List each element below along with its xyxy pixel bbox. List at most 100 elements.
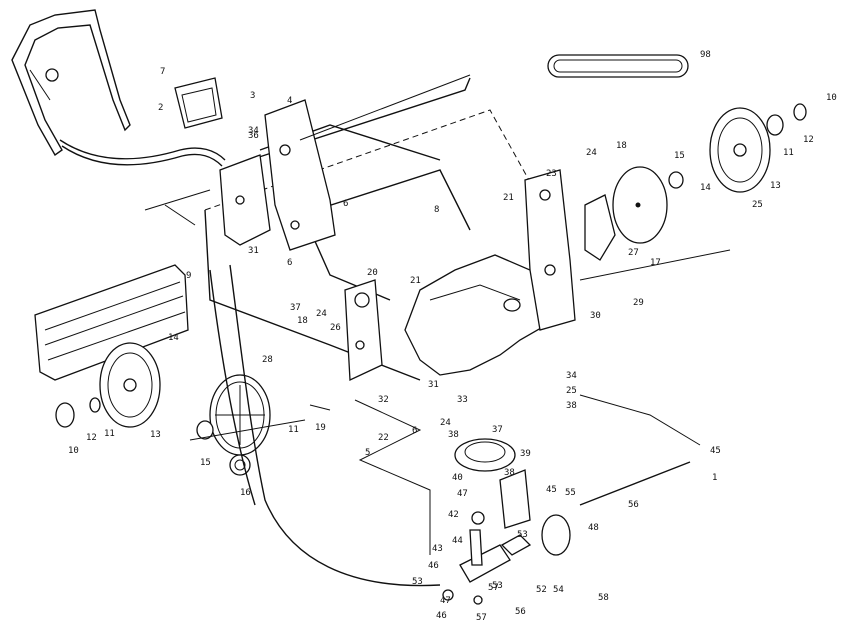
- callout-47: 47: [440, 596, 451, 606]
- callout-25: 25: [566, 386, 577, 396]
- axle-rods: [144, 74, 731, 506]
- callout-39: 39: [520, 449, 531, 459]
- transmission-housing: [499, 469, 531, 529]
- callout-34: 34: [566, 371, 577, 381]
- callout-45: 45: [546, 485, 557, 495]
- callout-9: 9: [186, 271, 191, 281]
- wheel-cover-plate: [612, 166, 668, 244]
- belt-guard: [541, 514, 571, 556]
- callout-3: 3: [250, 91, 255, 101]
- callout-15: 15: [674, 151, 685, 161]
- callout-57: 57: [476, 613, 487, 623]
- callout-31: 31: [248, 246, 259, 256]
- callout-13: 13: [770, 181, 781, 191]
- callout-5: 5: [365, 448, 370, 458]
- drive-pulley: [454, 438, 516, 472]
- callout-12: 12: [803, 135, 814, 145]
- callout-22: 22: [378, 433, 389, 443]
- right-side-plate: [524, 169, 576, 331]
- callout-53: 53: [412, 577, 423, 587]
- callout-2: 2: [158, 103, 163, 113]
- engine-housing: [404, 254, 561, 376]
- handle-assembly: [11, 9, 226, 167]
- rear-baffle: [34, 264, 189, 381]
- control-cable: [209, 264, 441, 587]
- callout-52: 52: [536, 585, 547, 595]
- callout-14: 14: [168, 333, 179, 343]
- handle-bracket: [264, 99, 336, 251]
- callout-43: 43: [432, 544, 443, 554]
- callout-36: 36: [248, 131, 259, 141]
- callout-26: 26: [330, 323, 341, 333]
- callout-38: 38: [566, 401, 577, 411]
- callout-46: 46: [436, 611, 447, 621]
- callout-18: 18: [297, 316, 308, 326]
- callout-4: 4: [287, 96, 292, 106]
- callout-98: 98: [700, 50, 711, 60]
- callout-17: 17: [650, 258, 661, 268]
- callout-10: 10: [826, 93, 837, 103]
- drive-wheel: [209, 374, 271, 456]
- callout-27: 27: [628, 248, 639, 258]
- callout-47: 47: [457, 489, 468, 499]
- callout-56: 56: [515, 607, 526, 617]
- callout-19: 19: [315, 423, 326, 433]
- callout-21: 21: [503, 193, 514, 203]
- callout-57: 57: [488, 583, 499, 593]
- callout-31: 31: [428, 380, 439, 390]
- callout-11: 11: [783, 148, 794, 158]
- callout-32: 32: [378, 395, 389, 405]
- callout-1: 1: [712, 473, 717, 483]
- lower-linkage: [442, 511, 532, 605]
- leader-lines: [189, 394, 701, 555]
- callout-18: 18: [616, 141, 627, 151]
- left-side-plate: [219, 154, 271, 246]
- callout-21: 21: [410, 276, 421, 286]
- callout-16: 16: [240, 488, 251, 498]
- callout-37: 37: [492, 425, 503, 435]
- callout-23: 23: [546, 169, 557, 179]
- callout-45: 45: [710, 446, 721, 456]
- discharge-door: [174, 77, 223, 129]
- callout-53: 53: [517, 530, 528, 540]
- callout-44: 44: [452, 536, 463, 546]
- callout-6: 6: [412, 426, 417, 436]
- callout-24: 24: [316, 309, 327, 319]
- callout-38: 38: [504, 468, 515, 478]
- callout-58: 58: [598, 593, 609, 603]
- callout-38: 38: [448, 430, 459, 440]
- drive-belt: [547, 54, 689, 78]
- callout-11: 11: [104, 429, 115, 439]
- callout-7: 7: [160, 67, 165, 77]
- callout-30: 30: [590, 311, 601, 321]
- callout-8: 8: [434, 205, 439, 215]
- callout-6: 6: [343, 199, 348, 209]
- wheel-washers: [55, 103, 807, 440]
- callout-13: 13: [150, 430, 161, 440]
- right-rear-wheel: [709, 107, 771, 193]
- callout-6: 6: [287, 258, 292, 268]
- callout-24: 24: [586, 148, 597, 158]
- callout-34: 34: [248, 126, 259, 136]
- callout-14: 14: [700, 183, 711, 193]
- gear-cover: [584, 194, 616, 261]
- callout-40: 40: [452, 473, 463, 483]
- left-front-wheel: [99, 342, 161, 428]
- height-adjuster-bracket: [344, 279, 383, 381]
- callout-56: 56: [628, 500, 639, 510]
- callout-29: 29: [633, 298, 644, 308]
- callout-10: 10: [68, 446, 79, 456]
- callout-15: 15: [200, 458, 211, 468]
- callout-labels: 1 2 3 4 5 6 6 6 7 8 9 10 10 11 11 11 12 …: [68, 50, 837, 623]
- callout-46: 46: [428, 561, 439, 571]
- drive-pinion: [229, 454, 251, 476]
- callout-42: 42: [448, 510, 459, 520]
- callout-20: 20: [367, 268, 378, 278]
- callout-28: 28: [262, 355, 273, 365]
- callout-25: 25: [752, 200, 763, 210]
- callout-37: 37: [290, 303, 301, 313]
- callout-54: 54: [553, 585, 564, 595]
- callout-24: 24: [440, 418, 451, 428]
